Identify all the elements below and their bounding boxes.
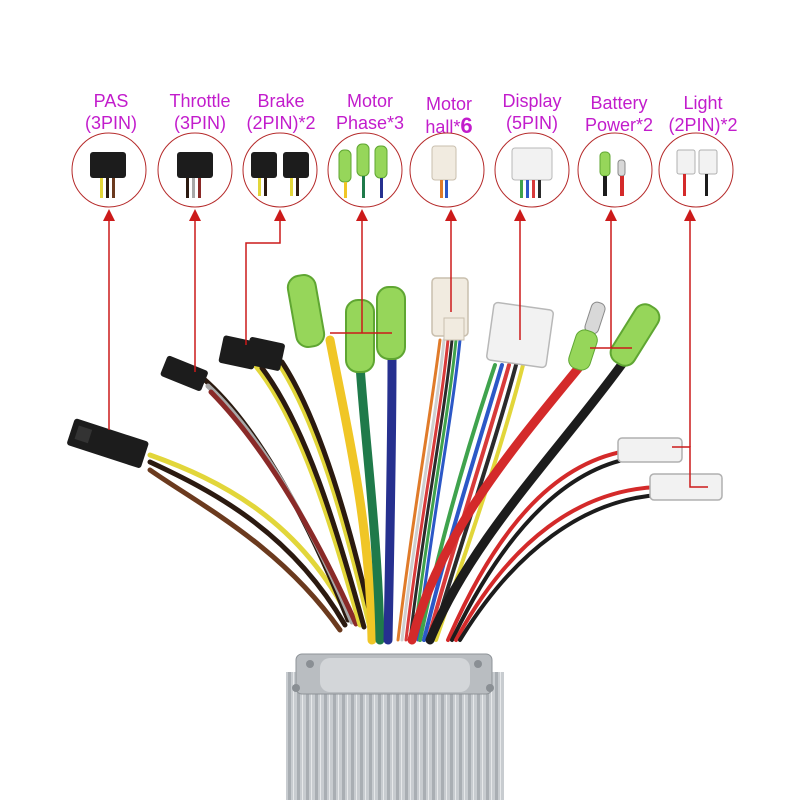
throttle-plug bbox=[160, 355, 208, 391]
label-light: Light (2PIN)*2 bbox=[668, 92, 737, 136]
phase-bullets bbox=[286, 274, 406, 373]
label-motor-hall: Motor hall*6 bbox=[425, 93, 472, 138]
light-bracket bbox=[672, 446, 708, 488]
hall-count: hall* bbox=[425, 117, 461, 137]
light-thumbnail bbox=[658, 132, 734, 208]
label-battery: Battery Power*2 bbox=[585, 92, 653, 136]
battery-bullets bbox=[568, 301, 661, 371]
label-display: Display (5PIN) bbox=[502, 90, 561, 134]
leader-arrows bbox=[103, 209, 708, 488]
hall-title: Motor bbox=[425, 94, 472, 114]
label-pas: PAS (3PIN) bbox=[85, 90, 137, 134]
pas-title: PAS bbox=[93, 91, 129, 111]
brake-plugs bbox=[218, 335, 285, 371]
connector-thumbnails bbox=[71, 132, 734, 208]
phase-count: Phase*3 bbox=[335, 113, 405, 133]
light-plugs bbox=[617, 437, 723, 501]
controller-housing bbox=[286, 653, 504, 800]
throttle-title: Throttle bbox=[169, 91, 231, 111]
battery-count: Power*2 bbox=[584, 115, 654, 135]
label-motor-phase: Motor Phase*3 bbox=[336, 90, 404, 134]
hall-plug bbox=[431, 277, 469, 341]
battery-title: Battery bbox=[590, 93, 648, 113]
brake-title: Brake bbox=[257, 91, 305, 111]
brake-arrow bbox=[245, 209, 286, 345]
connectors-photo bbox=[67, 274, 723, 501]
wire-bundle bbox=[147, 335, 660, 645]
throttle-pins: (3PIN) bbox=[173, 113, 226, 133]
battery-thumbnail bbox=[577, 132, 653, 208]
brake-pins: (2PIN)*2 bbox=[246, 113, 316, 133]
label-throttle: Throttle (3PIN) bbox=[169, 90, 230, 134]
pas-plug bbox=[67, 418, 149, 468]
thumbnail-contents bbox=[90, 143, 718, 198]
hall-count-number: 6 bbox=[460, 113, 473, 138]
display-pins: (5PIN) bbox=[505, 113, 558, 133]
light-pins: (2PIN)*2 bbox=[668, 115, 738, 135]
phase-title: Motor bbox=[346, 91, 393, 111]
display-title: Display bbox=[502, 91, 562, 111]
pas-pins: (3PIN) bbox=[84, 113, 138, 133]
light-title: Light bbox=[683, 93, 723, 113]
label-brake: Brake (2PIN)*2 bbox=[246, 90, 315, 134]
